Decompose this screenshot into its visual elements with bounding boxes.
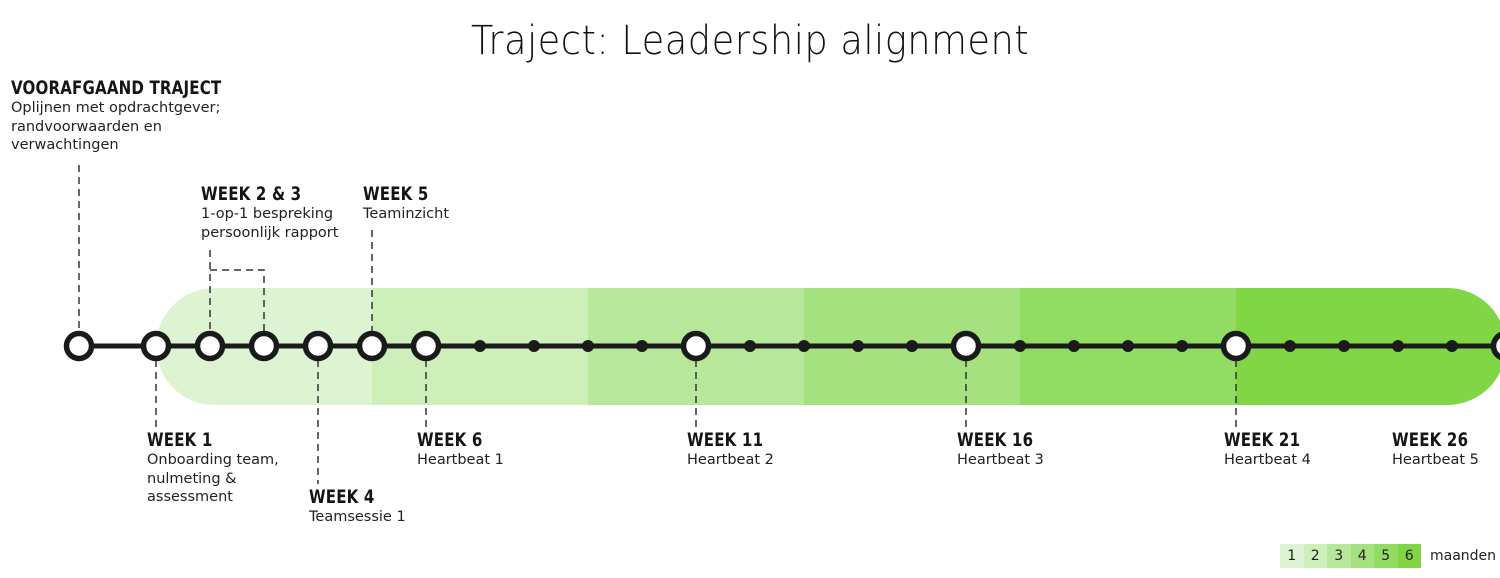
milestone-description: Heartbeat 4 [1224,452,1311,468]
legend-unit-label: maanden [1430,548,1497,564]
legend-swatch-month-6: 6 [1397,544,1421,568]
week-dot-10 [636,340,648,352]
milestone-heading: WEEK 21 [1224,429,1301,451]
legend-swatch-month-1: 1 [1280,544,1304,568]
milestone-heading: WEEK 26 [1392,429,1469,451]
milestone-heading: WEEK 11 [687,429,764,451]
milestone-node-week-4 [302,330,334,362]
milestone-label-week-5: WEEK 5 Teaminzicht [363,183,449,224]
week-dot-13 [798,340,810,352]
milestone-heading: WEEK 2 & 3 [201,183,302,205]
milestone-label-week-1: WEEK 1 Onboarding team, nulmeting & asse… [147,429,279,507]
milestone-node-week-6 [410,330,442,362]
week-dot-24 [1392,340,1404,352]
milestone-heading: WEEK 5 [363,183,429,205]
milestone-node-week-1 [140,330,172,362]
milestone-heading: VOORAFGAAND TRAJECT [11,77,222,99]
week-dot-12 [744,340,756,352]
week-dot-17 [1014,340,1026,352]
page-title: Traject: Leadership alignment [470,18,1030,64]
week-dot-25 [1446,340,1458,352]
milestone-label-week-16: WEEK 16 Heartbeat 3 [957,429,1044,470]
week-dot-15 [906,340,918,352]
milestone-label-week-26: WEEK 26 Heartbeat 5 [1392,429,1479,470]
milestone-heading: WEEK 1 [147,429,213,451]
milestone-description: Heartbeat 3 [957,452,1044,468]
milestone-node-week-0 [63,330,95,362]
connector-week-2-3 [209,250,265,332]
milestone-label-pre: VOORAFGAAND TRAJECT Oplijnen met opdrach… [11,77,250,155]
week-dot-18 [1068,340,1080,352]
milestone-label-week-2-3: WEEK 2 & 3 1-op-1 bespreking persoonlijk… [201,183,338,242]
milestone-label-week-11: WEEK 11 Heartbeat 2 [687,429,774,470]
milestone-description: Heartbeat 2 [687,452,774,468]
milestone-node-week-21 [1220,330,1252,362]
milestone-node-week-5 [356,330,388,362]
month-legend: 1 2 3 4 5 6 maanden [1280,544,1496,568]
milestone-node-week-26 [1490,331,1500,361]
milestone-label-week-4: WEEK 4 Teamsessie 1 [309,486,406,527]
week-dot-22 [1284,340,1296,352]
week-dot-20 [1176,340,1188,352]
week-dot-7 [474,340,486,352]
week-dot-23 [1338,340,1350,352]
legend-swatch-month-2: 2 [1303,544,1327,568]
milestone-description: Heartbeat 1 [417,452,504,468]
milestone-heading: WEEK 4 [309,486,375,508]
week-dot-8 [528,340,540,352]
week-dot-19 [1122,340,1134,352]
milestone-node-week-11 [680,330,712,362]
week-dot-14 [852,340,864,352]
milestone-node-week-3 [248,330,280,362]
milestone-node-week-16 [950,330,982,362]
legend-swatch-month-5: 5 [1374,544,1398,568]
legend-swatch-month-3: 3 [1327,544,1351,568]
milestone-description: Teamsessie 1 [309,509,406,525]
milestone-description: Onboarding team, nulmeting & assessment [147,452,279,505]
milestone-label-week-6: WEEK 6 Heartbeat 1 [417,429,504,470]
milestone-label-week-21: WEEK 21 Heartbeat 4 [1224,429,1311,470]
milestone-node-week-2 [194,330,226,362]
week-dot-9 [582,340,594,352]
milestone-heading: WEEK 16 [957,429,1034,451]
legend-swatch-month-4: 4 [1350,544,1374,568]
milestone-description: 1-op-1 bespreking persoonlijk rapport [201,206,339,241]
milestone-heading: WEEK 6 [417,429,483,451]
milestone-description: Teaminzicht [363,206,450,222]
milestone-description: Heartbeat 5 [1392,452,1479,468]
milestone-description: Oplijnen met opdrachtgever; randvoorwaar… [11,100,221,153]
